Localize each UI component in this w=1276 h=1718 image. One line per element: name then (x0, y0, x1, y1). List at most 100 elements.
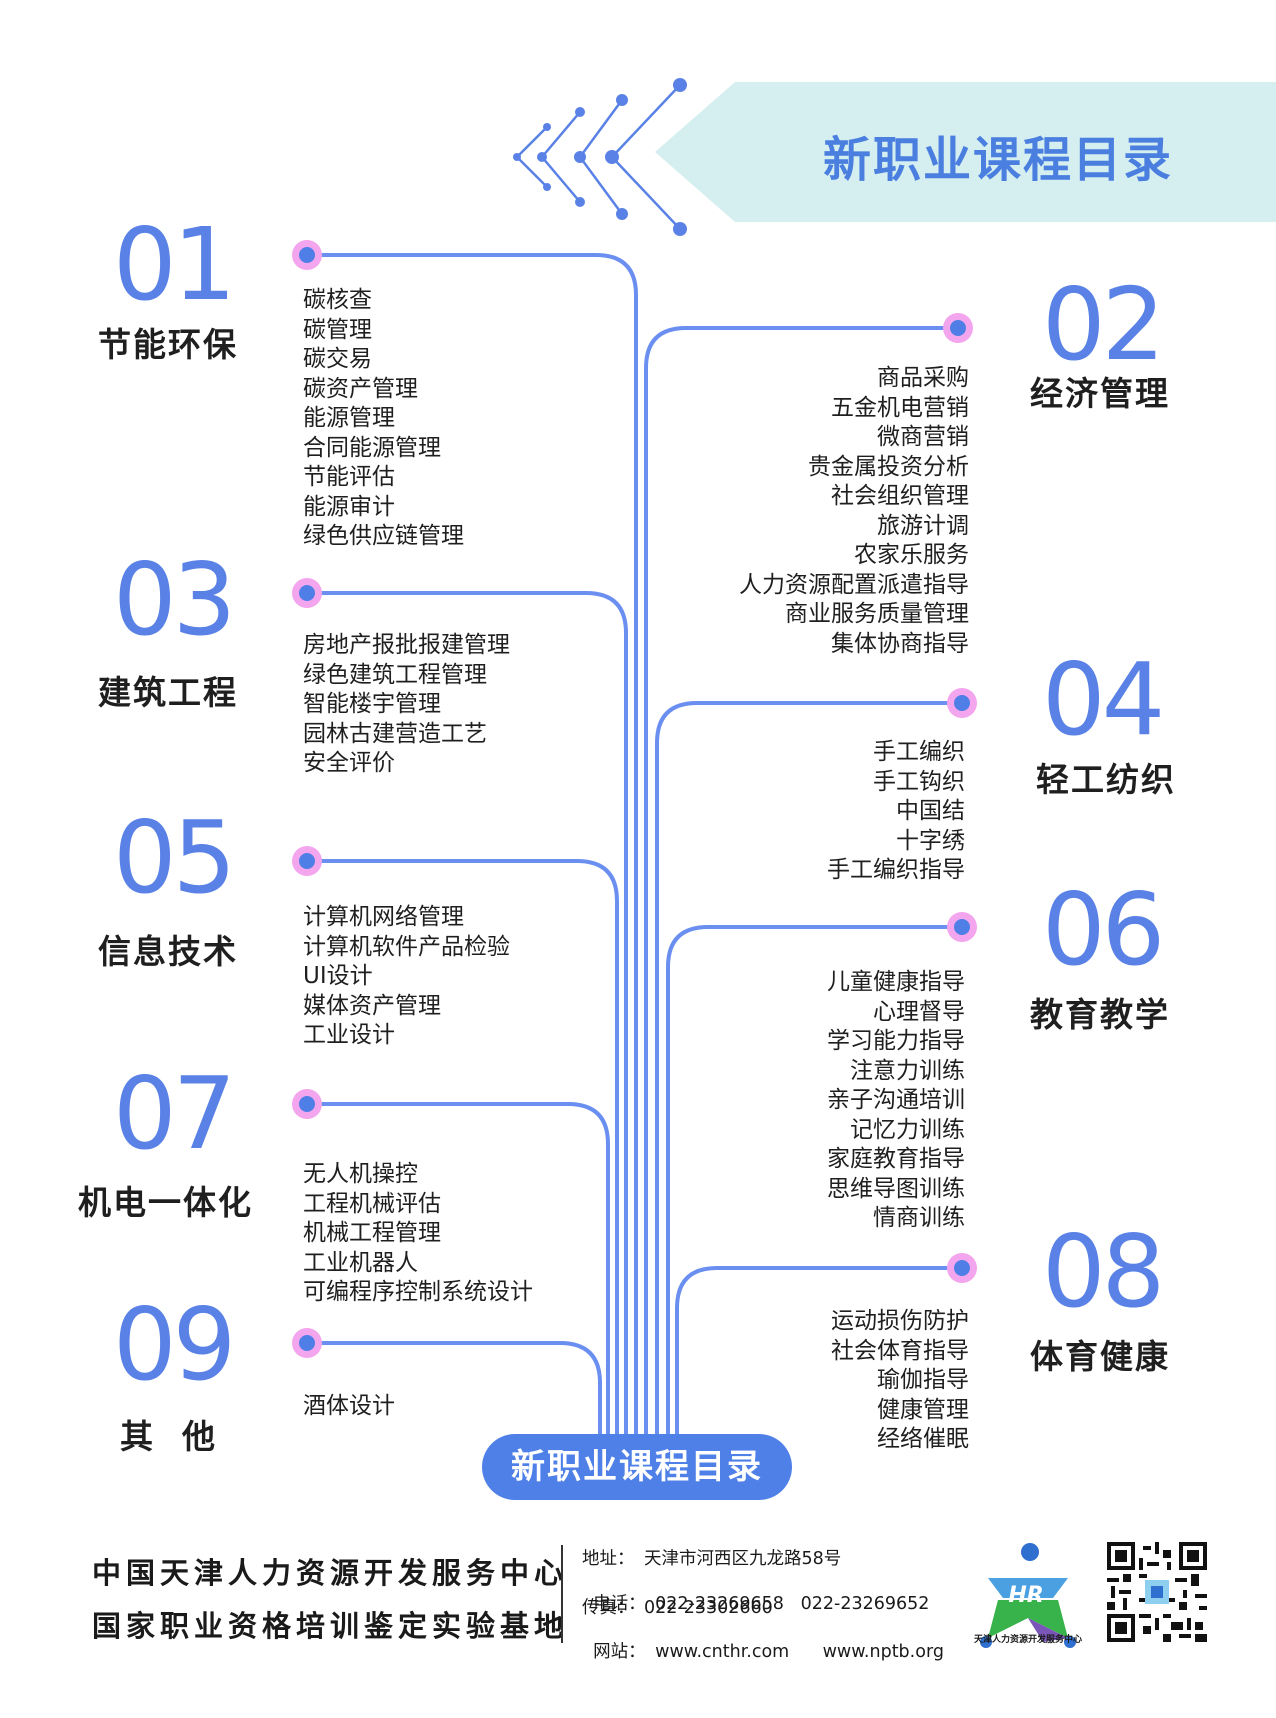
course-item: 能源管理 (303, 405, 395, 431)
fax-value: 022-23302660 (644, 1598, 773, 1618)
qr-code-icon[interactable] (1107, 1542, 1207, 1642)
course-item: 瑜伽指导 (877, 1367, 969, 1393)
course-item: 节能评估 (303, 464, 395, 490)
category-name-01: 节能环保 (98, 325, 238, 364)
course-item: 农家乐服务 (854, 542, 969, 568)
course-item: 记忆力训练 (850, 1116, 965, 1143)
fax-row: 传真：022-23302660 (582, 1594, 773, 1619)
course-item: 心理督导 (873, 998, 965, 1025)
course-item: 思维导图训练 (827, 1175, 965, 1202)
category-number-02: 02 (1042, 266, 1165, 383)
course-item: 碳交易 (303, 346, 372, 372)
course-item: 社会体育指导 (831, 1337, 969, 1364)
course-list-08: 运动损伤防护 社会体育指导 瑜伽指导 健康管理 经络催眠 (831, 1307, 969, 1455)
bottom-title-pill: 新职业课程目录 (482, 1434, 792, 1500)
course-list-04: 手工编织 手工钩织 中国结 十字绣 手工编织指导 (827, 738, 965, 886)
category-number-04: 04 (1042, 641, 1165, 758)
category-number-08: 08 (1042, 1213, 1165, 1330)
branch-dot-inner (954, 919, 970, 935)
course-item: 儿童健康指导 (827, 969, 965, 995)
website-label: 网站： (593, 1642, 646, 1662)
category-name-08: 体育健康 (1030, 1337, 1170, 1376)
chevron-dots (513, 78, 687, 236)
category-name-05: 信息技术 (98, 932, 238, 971)
website-value[interactable]: www.cnthr.com www.nptb.org (655, 1642, 944, 1662)
branch-line (655, 701, 962, 1440)
branch-line (675, 1266, 962, 1440)
page-title: 新职业课程目录 (822, 132, 1173, 188)
course-item: 媒体资产管理 (303, 992, 441, 1019)
course-item: 微商营销 (877, 424, 969, 450)
course-item: UI设计 (303, 963, 373, 989)
branch-line (307, 859, 619, 1440)
category-name-04: 轻工纺织 (1036, 760, 1176, 799)
branch-line (666, 925, 962, 1440)
course-item: 旅游计调 (877, 512, 969, 539)
course-item: 贵金属投资分析 (808, 453, 969, 480)
branch-lines (307, 253, 962, 1440)
course-item: 酒体设计 (303, 1393, 395, 1419)
course-item: 园林古建营造工艺 (303, 720, 487, 747)
course-item: 计算机网络管理 (303, 904, 464, 930)
address-value: 天津市河西区九龙路58号 (644, 1549, 842, 1569)
category-name-06: 教育教学 (1030, 995, 1170, 1034)
course-item: 合同能源管理 (303, 434, 441, 461)
phone-row: 电话：022-23269658 022-23269652 (582, 1570, 929, 1615)
course-item: 能源审计 (303, 493, 395, 520)
website-row: 网站： www.cnthr.com www.nptb.org (582, 1618, 944, 1663)
course-item: 可编程序控制系统设计 (303, 1279, 533, 1305)
org-name: 中国天津人力资源开发服务中心 (92, 1556, 569, 1590)
course-item: 家庭教育指导 (827, 1146, 965, 1172)
course-item: 学习能力指导 (827, 1028, 965, 1054)
course-item: 安全评价 (303, 750, 395, 776)
course-item: 手工钩织 (873, 768, 965, 795)
category-number-05: 05 (113, 799, 236, 916)
branch-dot-inner (299, 853, 315, 869)
course-item: 人力资源配置派遣指导 (739, 571, 969, 598)
course-item: 工业机器人 (303, 1249, 418, 1276)
course-item: 碳核查 (303, 287, 372, 313)
branch-line (644, 326, 958, 1440)
course-list-03: 房地产报批报建管理 绿色建筑工程管理 智能楼宇管理 园林古建营造工艺 安全评价 (303, 631, 510, 779)
course-item: 房地产报批报建管理 (303, 632, 510, 658)
course-item: 计算机软件产品检验 (303, 933, 510, 960)
branch-dot-inner (299, 1335, 315, 1351)
category-number-01: 01 (113, 206, 236, 323)
logo-caption: 天津人力资源开发服务中心 (973, 1635, 1082, 1645)
course-list-09: 酒体设计 (303, 1392, 395, 1422)
course-list-07: 无人机操控 工程机械评估 机械工程管理 工业机器人 可编程序控制系统设计 (303, 1160, 533, 1308)
header-banner (655, 82, 1276, 222)
branch-dot-inner (299, 1096, 315, 1112)
course-item: 亲子沟通培训 (827, 1087, 965, 1113)
course-item: 智能楼宇管理 (303, 691, 441, 717)
category-name-03: 建筑工程 (98, 673, 238, 712)
course-item: 运动损伤防护 (831, 1308, 969, 1334)
course-item: 集体协商指导 (831, 630, 969, 657)
org-subtitle: 国家职业资格培训鉴定实验基地 (92, 1609, 569, 1643)
category-number-06: 06 (1042, 871, 1165, 988)
course-item: 中国结 (896, 798, 965, 824)
course-item: 商业服务质量管理 (785, 601, 969, 627)
course-item: 碳管理 (303, 316, 372, 343)
course-list-05: 计算机网络管理 计算机软件产品检验 UI设计 媒体资产管理 工业设计 (303, 903, 510, 1051)
course-item: 经络催眠 (877, 1426, 969, 1452)
course-item: 绿色供应链管理 (303, 523, 464, 549)
course-item: 无人机操控 (303, 1161, 418, 1187)
hr-logo-icon: HR (980, 1543, 1076, 1648)
category-number-03: 03 (113, 541, 236, 658)
course-item: 健康管理 (877, 1396, 969, 1423)
phone-value: 022-23269658 022-23269652 (655, 1594, 930, 1614)
category-name-09: 其 他 (120, 1417, 217, 1456)
logo-text: HR (1008, 1583, 1043, 1608)
course-item: 商品采购 (877, 365, 969, 391)
course-item: 工程机械评估 (303, 1190, 441, 1217)
branch-line (307, 253, 638, 1440)
address-row: 地址：天津市河西区九龙路58号 (582, 1545, 841, 1570)
course-list-02: 商品采购 五金机电营销 微商营销 贵金属投资分析 社会组织管理 旅游计调 农家乐… (739, 364, 969, 659)
branch-dot-inner (954, 1260, 970, 1276)
branch-dot-inner (950, 320, 966, 336)
course-item: 手工编织 (873, 739, 965, 765)
category-name-07: 机电一体化 (78, 1183, 253, 1222)
course-item: 绿色建筑工程管理 (303, 661, 487, 688)
